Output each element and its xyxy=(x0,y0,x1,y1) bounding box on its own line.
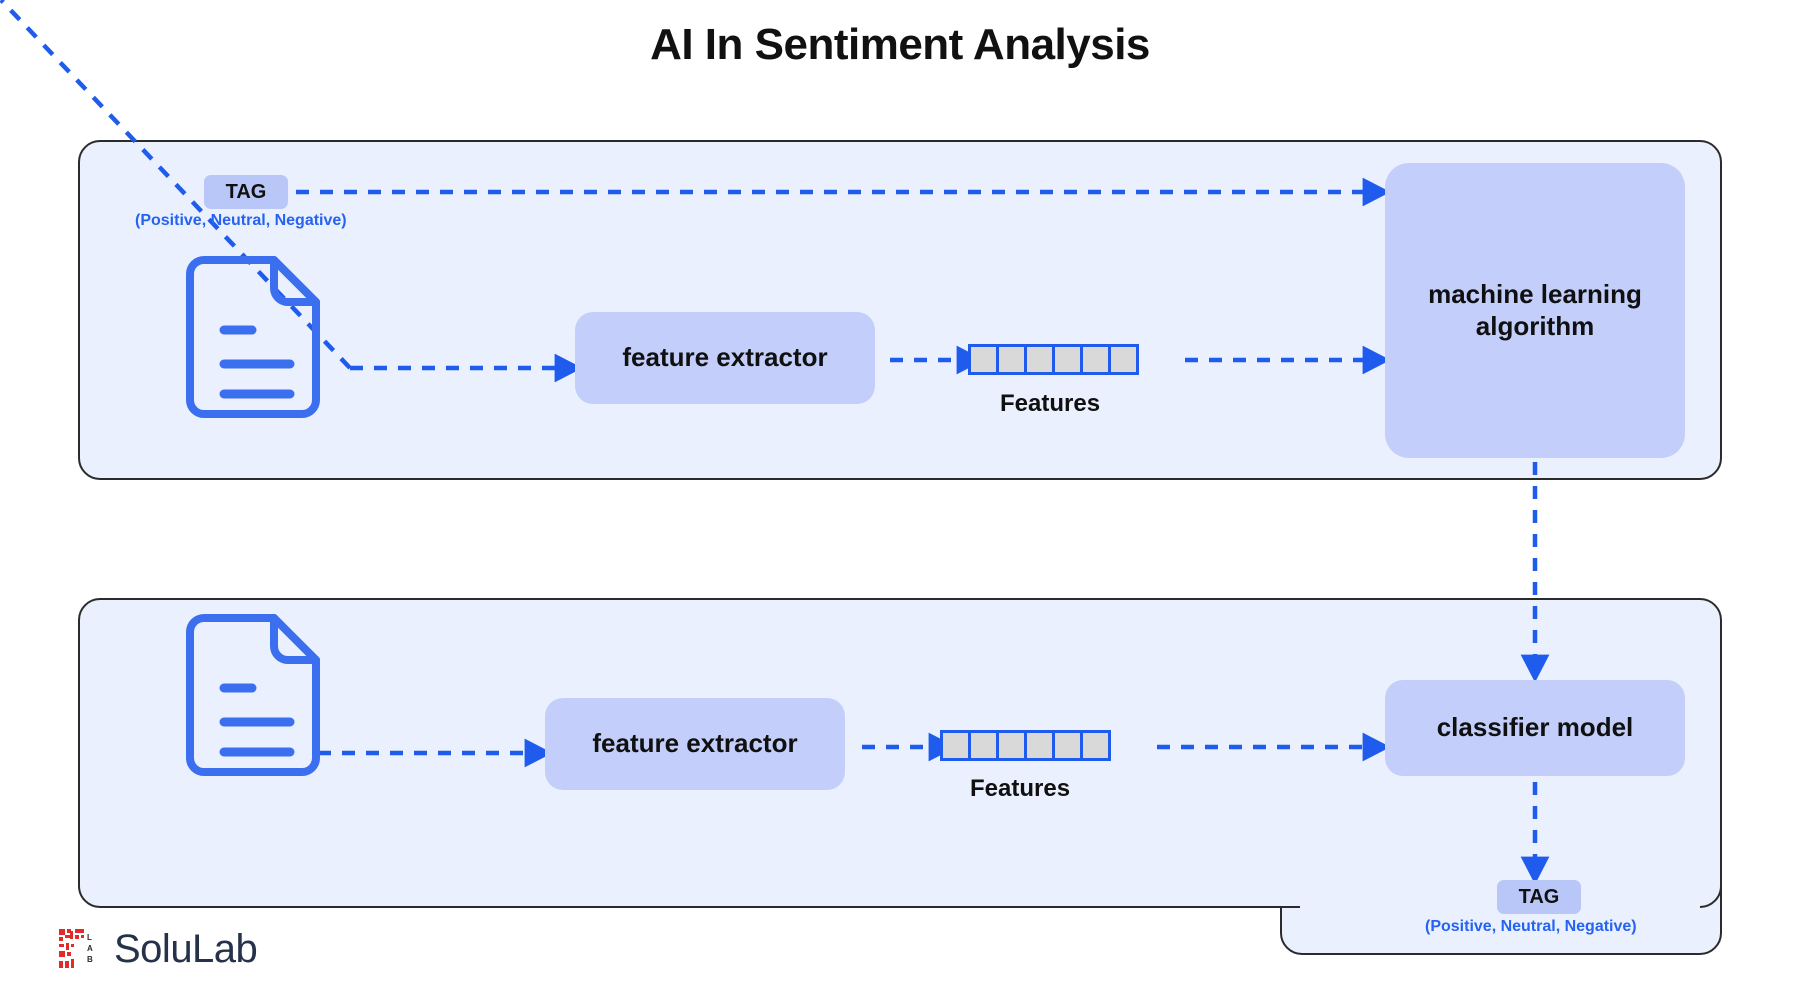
feature-cell xyxy=(1080,344,1111,375)
document-icon xyxy=(178,610,328,785)
input-tag-caption: (Positive, Neutral, Negative) xyxy=(135,212,347,229)
feature-cell xyxy=(996,344,1027,375)
solulab-logo-icon: L A B xyxy=(59,929,93,968)
feature-cell xyxy=(968,344,999,375)
feature-cell xyxy=(1108,344,1139,375)
feature-extractor-training[interactable]: feature extractor xyxy=(575,312,875,404)
output-tag-badge[interactable]: TAG xyxy=(1497,880,1581,914)
feature-cell xyxy=(940,730,971,761)
feature-vector-prediction xyxy=(940,730,1111,761)
solulab-logo[interactable]: L A B SoluLab xyxy=(58,927,258,971)
feature-cell xyxy=(1024,730,1055,761)
output-tag-caption: (Positive, Neutral, Negative) xyxy=(1425,918,1637,935)
page-title: AI In Sentiment Analysis xyxy=(650,20,1150,69)
svg-text:A: A xyxy=(87,944,93,953)
svg-text:B: B xyxy=(87,955,93,964)
logo-wordmark: SoluLab xyxy=(114,927,258,971)
feature-cell xyxy=(1024,344,1055,375)
feature-cell xyxy=(1080,730,1111,761)
document-icon xyxy=(178,252,328,427)
machine-learning-algorithm-box[interactable]: machine learning algorithm xyxy=(1385,163,1685,458)
feature-cell xyxy=(996,730,1027,761)
feature-vector-training xyxy=(968,344,1139,375)
feature-extractor-prediction[interactable]: feature extractor xyxy=(545,698,845,790)
input-tag-badge[interactable]: TAG xyxy=(204,175,288,209)
features-label-training: Features xyxy=(1000,390,1101,417)
features-label-prediction: Features xyxy=(970,775,1071,802)
svg-text:L: L xyxy=(87,933,92,942)
feature-cell xyxy=(1052,344,1083,375)
classifier-model-box[interactable]: classifier model xyxy=(1385,680,1685,776)
feature-cell xyxy=(1052,730,1083,761)
feature-cell xyxy=(968,730,999,761)
panel-seam-cover-2 xyxy=(1300,830,1698,890)
